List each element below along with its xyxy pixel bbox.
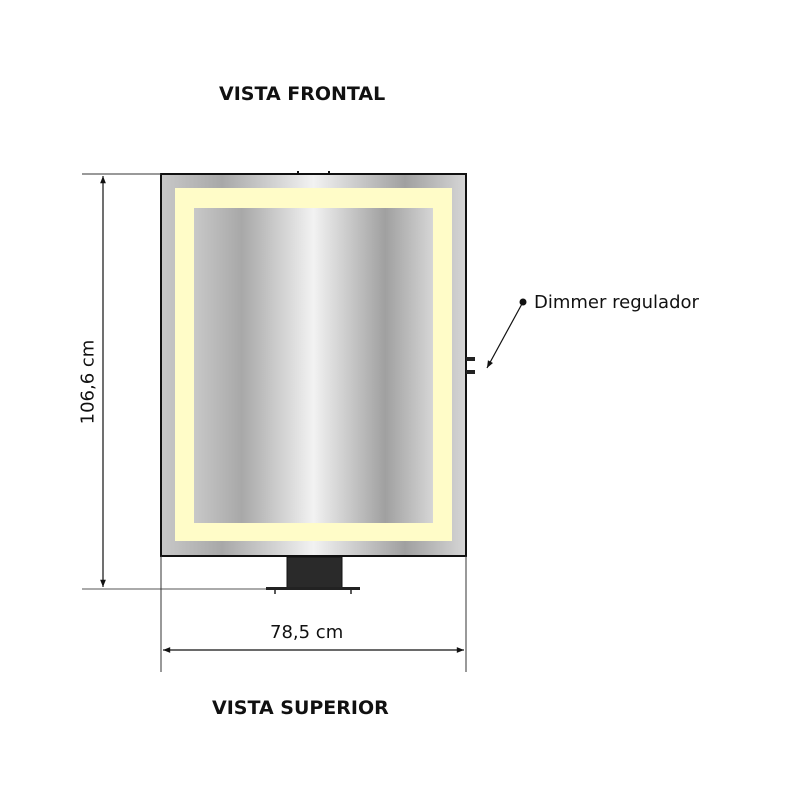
dimmer-callout-label: Dimmer regulador — [534, 292, 699, 313]
mirror-glass — [194, 208, 433, 523]
stand — [286, 556, 343, 589]
dimmer-leader-arrow — [486, 301, 524, 369]
front-view-title: VISTA FRONTAL — [219, 83, 386, 105]
width-label: 78,5 cm — [270, 622, 344, 643]
stand-base — [266, 587, 360, 590]
top-view-title: VISTA SUPERIOR — [212, 697, 389, 719]
height-label: 106,6 cm — [77, 339, 99, 425]
dimmer-knob — [466, 357, 475, 361]
dimmer-knob — [466, 370, 475, 374]
